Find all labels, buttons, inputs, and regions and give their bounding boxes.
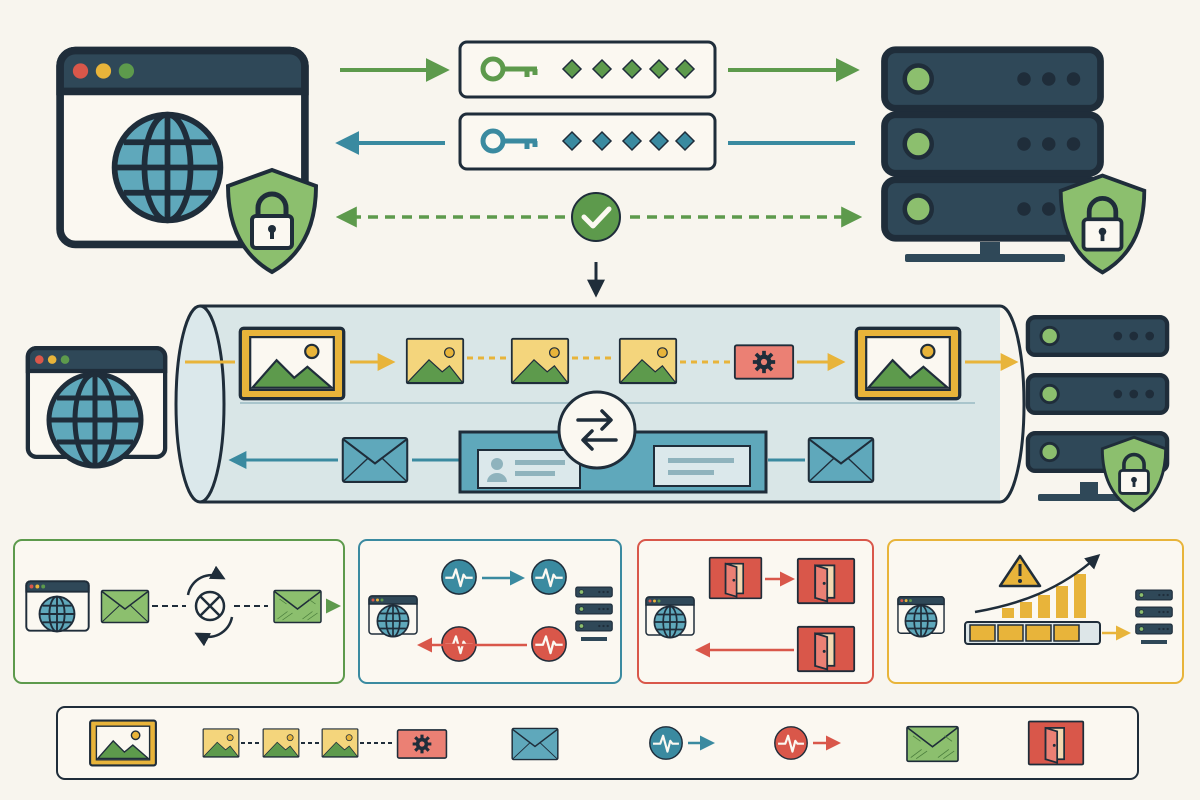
handshake-section	[60, 40, 1145, 298]
server-rack	[575, 586, 613, 641]
legend-envelope-icon	[511, 727, 559, 761]
globe-icon	[115, 115, 221, 221]
envelope-icon	[100, 589, 150, 624]
packet-queue	[964, 621, 1101, 645]
client-browser	[60, 51, 316, 272]
key-icon	[480, 128, 538, 154]
server-rack	[885, 50, 1145, 273]
legend	[56, 706, 1139, 780]
green-key-message	[458, 40, 717, 99]
legend-teal-pulse	[648, 725, 715, 761]
panel-heartbeat	[358, 539, 622, 684]
key-dots	[561, 130, 696, 152]
legend-fragmented-packets	[202, 728, 448, 760]
legend-red-pulse	[773, 725, 841, 761]
image-packet	[238, 326, 346, 401]
client-browser	[28, 348, 165, 466]
pulse-icon	[530, 558, 568, 596]
bar-chart-growth	[974, 554, 1101, 618]
legend-image-packet	[89, 719, 157, 767]
image-packet	[854, 326, 962, 401]
shield-lock-icon	[228, 170, 316, 272]
panel-scramble	[13, 539, 345, 684]
tunnel-section	[28, 304, 1167, 511]
image-fragment	[405, 337, 465, 385]
warning-icon	[998, 554, 1042, 588]
globe-icon	[904, 604, 938, 638]
image-fragment	[618, 337, 678, 385]
panel-disconnect	[637, 539, 874, 684]
image-fragment	[510, 337, 570, 385]
door-exit-icon	[796, 625, 856, 673]
globe-icon	[49, 374, 141, 466]
envelope-icon	[341, 437, 409, 483]
scrambled-envelope-icon	[273, 589, 322, 624]
server-rack	[1135, 589, 1173, 644]
teal-key-message	[458, 112, 717, 171]
pulse-icon	[530, 625, 568, 663]
shield-lock-icon	[1061, 176, 1145, 273]
legend-door-exit-icon	[1027, 720, 1085, 766]
envelope-icon	[807, 437, 875, 483]
swap-arrows-icon	[557, 390, 637, 470]
globe-icon	[653, 605, 687, 639]
key-icon	[480, 56, 538, 82]
pulse-icon	[440, 558, 478, 596]
door-exit-icon	[708, 556, 763, 600]
gear-icon	[396, 728, 448, 760]
key-dots	[561, 58, 696, 80]
legend-scrambled-envelope-icon	[906, 725, 959, 763]
door-exit-icon	[796, 557, 856, 605]
globe-icon	[376, 604, 410, 638]
scramble-icon	[186, 565, 234, 647]
panel-congestion	[887, 539, 1184, 684]
checkmark-icon	[571, 192, 621, 242]
gear-icon	[735, 345, 793, 378]
globe-icon	[38, 595, 76, 633]
server-rack	[1028, 317, 1167, 511]
